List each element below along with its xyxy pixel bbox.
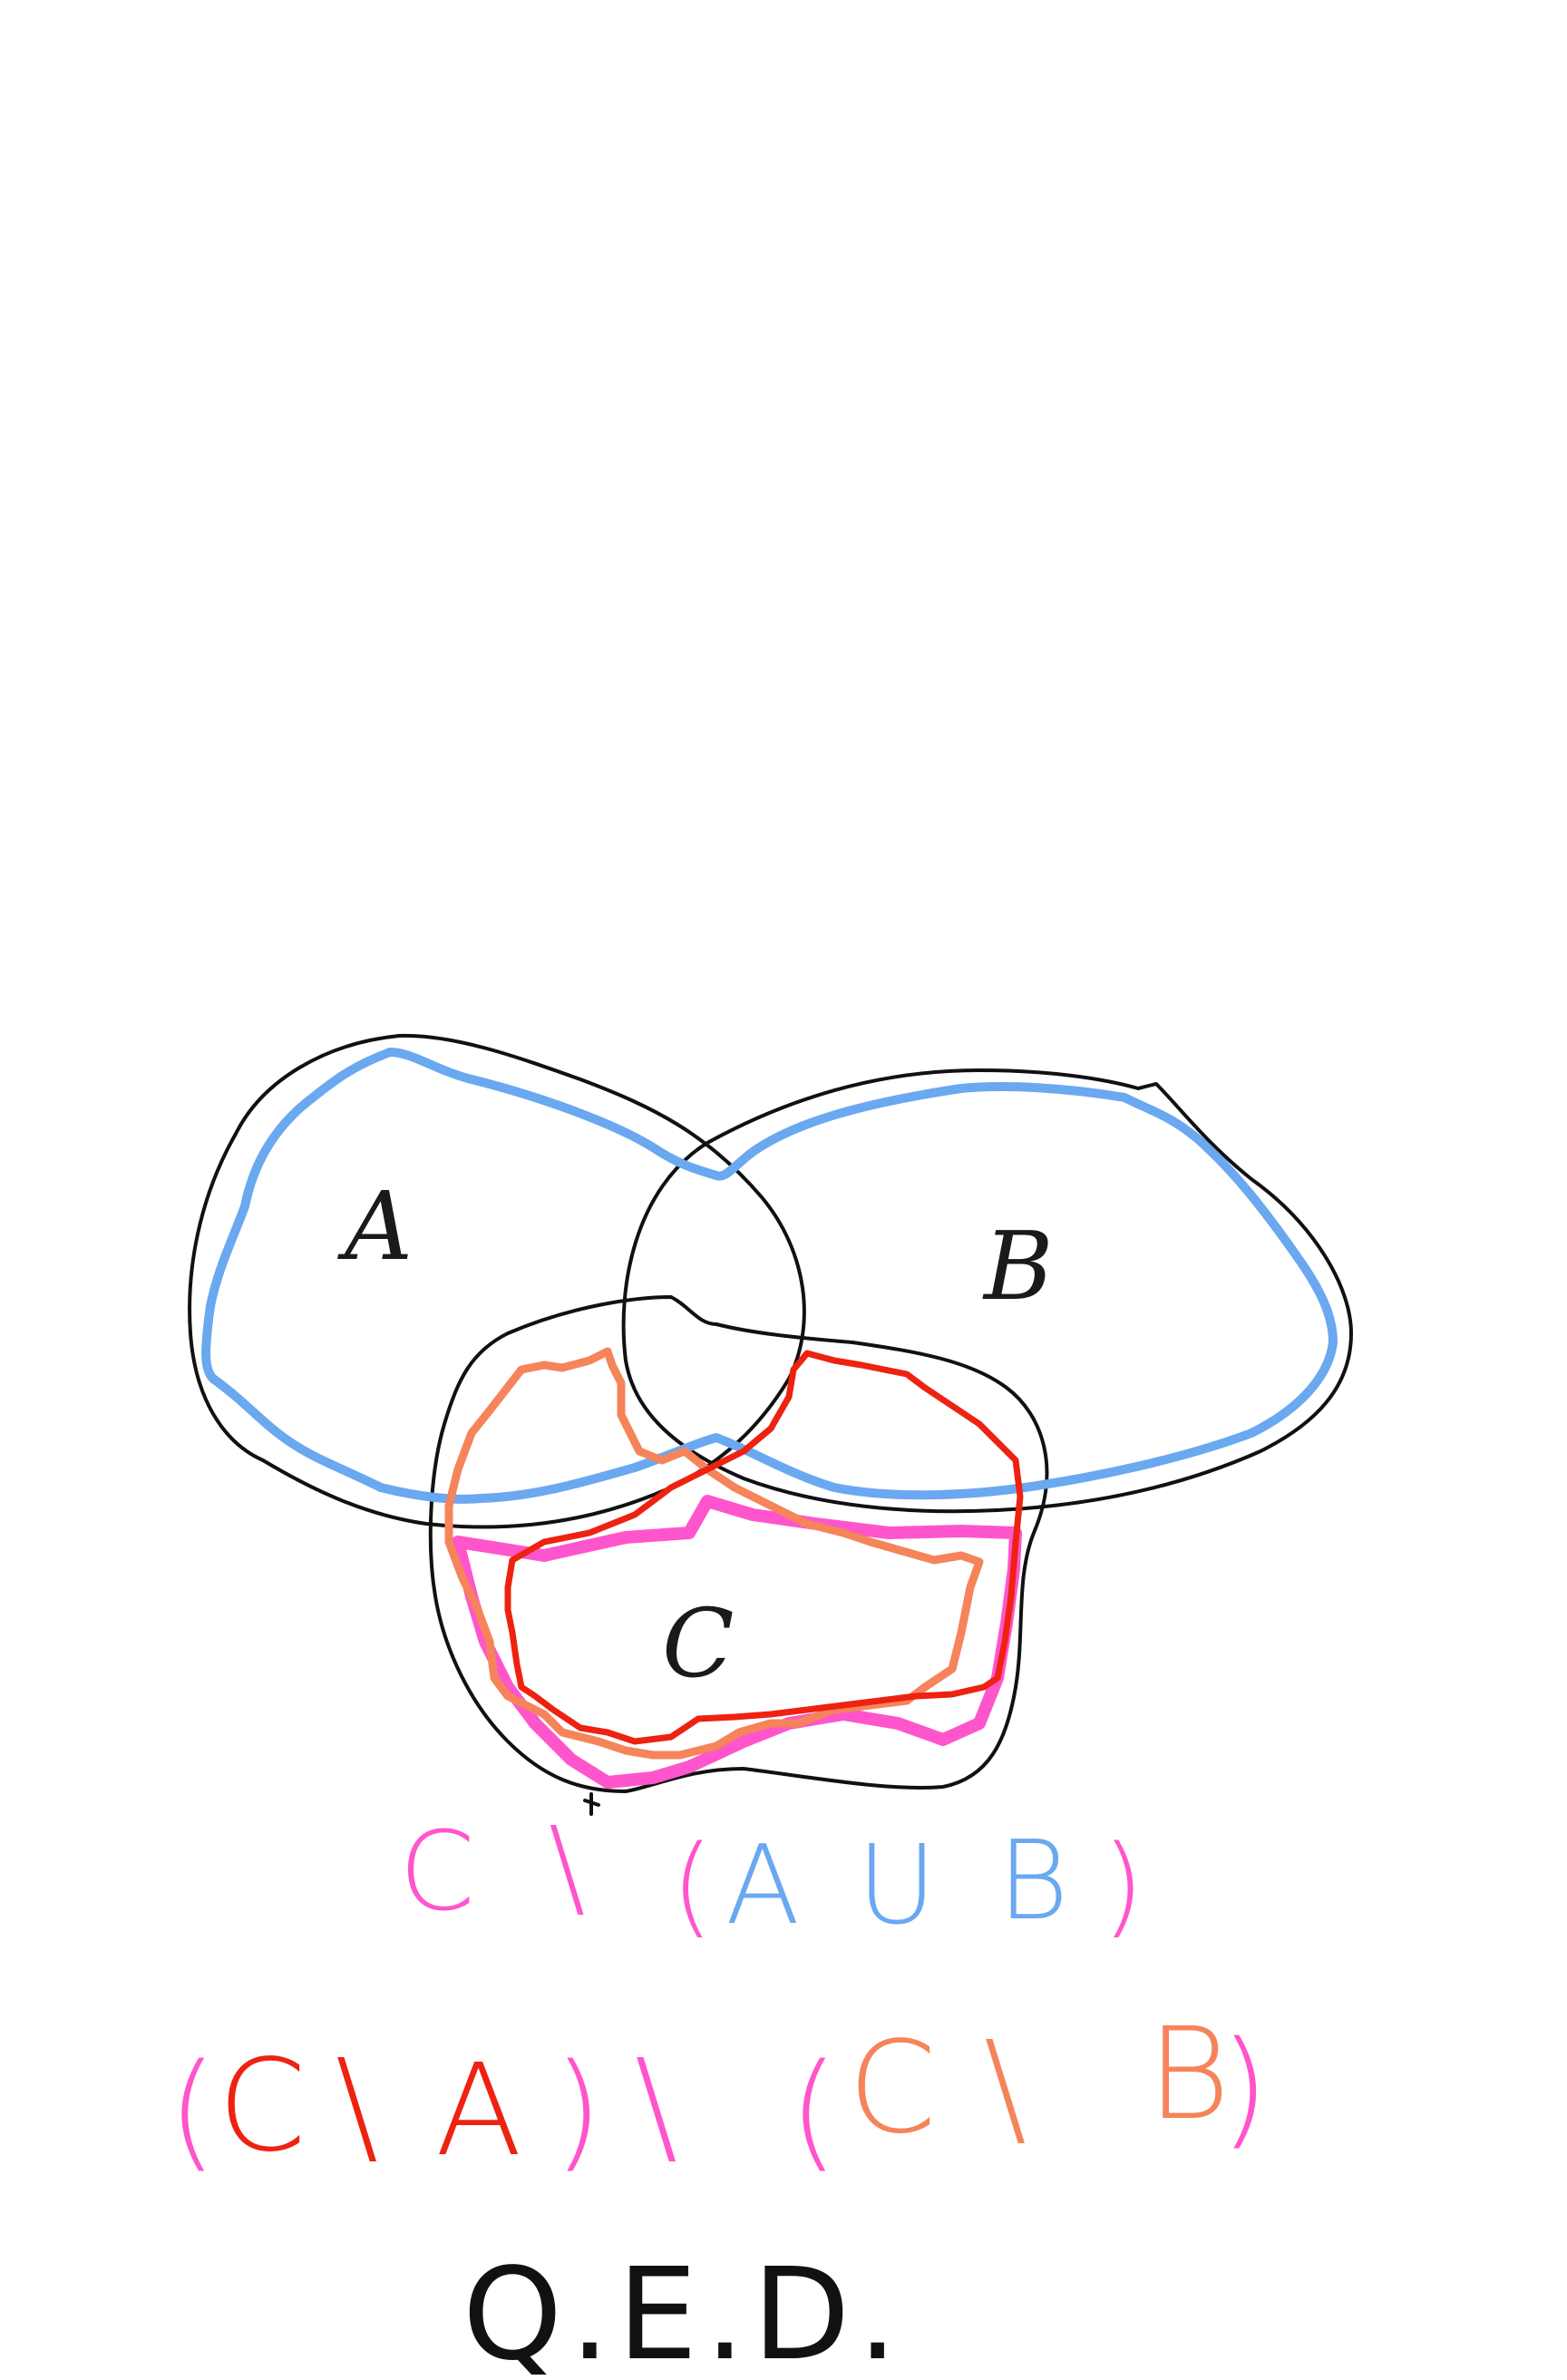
f1-setminus: \ [549,1805,585,1931]
f2-open-right: ( [789,2037,839,2185]
f1-b: B [998,1819,1069,1945]
f2-close-right: ) [1220,2014,1270,2162]
f2-open-left: ( [168,2037,218,2185]
f2-setminus2: \ [984,2014,1027,2162]
f2-setminus-mid: \ [635,2033,677,2180]
set-outlines [188,1033,1353,1816]
formula-c-minus-a-union-b: C \ ( A U B ) [399,1805,1144,1949]
set-a-outline [188,1033,806,1529]
f2-close-left: ) [553,2037,603,2185]
f1-c: C [399,1809,475,1936]
formula-c-minus-a-minus-c-minus-b: ( C \ A ) \ ( C \ B ) [168,2001,1270,2185]
f1-open-paren: ( [671,1823,714,1949]
f2-setminus1: \ [336,2033,378,2180]
f2-c2: C [848,2014,937,2162]
a-union-b-highlight [201,1048,1338,1504]
f2-c1: C [218,2033,307,2180]
c-tail-mark [583,1792,600,1816]
f1-close-paren: ) [1102,1823,1144,1949]
f2-a: A [435,2037,522,2185]
set-b-outline [621,1068,1353,1514]
f2-b: B [1147,2001,1231,2149]
set-c-outline [428,1295,1049,1793]
f1-a: A [725,1823,800,1949]
qed-text: Q.E.D. [462,2241,905,2380]
c-minus-b-highlight [444,1347,984,1760]
f1-union: U [857,1823,937,1949]
set-a-label: A [337,1171,413,1282]
c-minus-a-highlight [504,1350,1024,1745]
set-c-label: C [662,1588,735,1699]
set-b-label: B [982,1211,1053,1322]
c-minus-a-union-b-highlight [452,1495,1022,1789]
